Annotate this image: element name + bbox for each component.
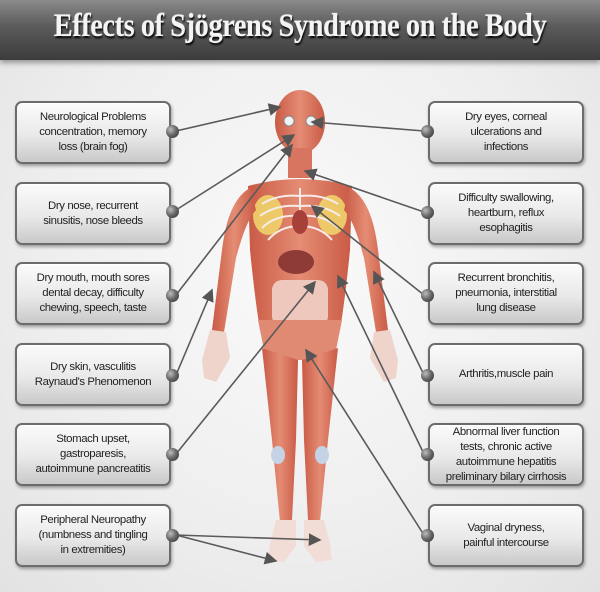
line-nose [175, 134, 296, 211]
symptom-box-vaginal: Vaginal dryness, painful intercourse [428, 504, 584, 567]
connector-dot-icon [421, 289, 434, 302]
symptom-box-neuropathy: Peripheral Neuropathy (numbness and ting… [15, 504, 171, 567]
connector-dot-icon [166, 529, 179, 542]
symptom-box-swallowing: Difficulty swallowing, heartburn, reflux… [428, 182, 584, 245]
connector-dot-icon [166, 369, 179, 382]
connector-dot-icon [166, 125, 179, 138]
symptom-box-mouth: Dry mouth, mouth sores dental decay, dif… [15, 262, 171, 325]
symptom-box-skin: Dry skin, vasculitis Raynaud's Phenomeno… [15, 343, 171, 406]
line-pelvis [305, 348, 425, 536]
line-feet-right [175, 533, 322, 547]
connector-dot-icon [421, 448, 434, 461]
line-throat [303, 168, 425, 213]
line-mouth [175, 143, 293, 296]
connector-dot-icon [421, 369, 434, 382]
line-liver [337, 274, 425, 455]
symptom-box-lungs: Recurrent bronchitis, pneumonia, interst… [428, 262, 584, 325]
symptom-box-arthritis: Arthritis,muscle pain [428, 343, 584, 406]
line-hand [175, 288, 214, 376]
symptom-box-eyes: Dry eyes, corneal ulcerations and infect… [428, 101, 584, 164]
connector-dot-icon [421, 206, 434, 219]
symptom-box-neurological: Neurological Problems concentration, mem… [15, 101, 171, 164]
symptom-box-stomach: Stomach upset, gastroparesis, autoimmune… [15, 423, 171, 486]
line-eye [310, 116, 425, 132]
page-title: Effects of Sjögrens Syndrome on the Body [53, 8, 547, 44]
connector-dot-icon [166, 448, 179, 461]
line-stomach [175, 280, 317, 455]
line-feet-left [175, 534, 278, 565]
connector-dot-icon [166, 289, 179, 302]
connector-dot-icon [421, 125, 434, 138]
title-banner: Effects of Sjögrens Syndrome on the Body [0, 0, 600, 60]
line-elbow [373, 270, 425, 376]
symptom-box-liver: Abnormal liver function tests, chronic a… [428, 423, 584, 486]
connector-dot-icon [166, 205, 179, 218]
connector-dot-icon [421, 529, 434, 542]
line-lungs [310, 205, 425, 296]
line-brain [175, 103, 282, 132]
symptom-box-nose: Dry nose, recurrent sinusitis, nose blee… [15, 182, 171, 245]
